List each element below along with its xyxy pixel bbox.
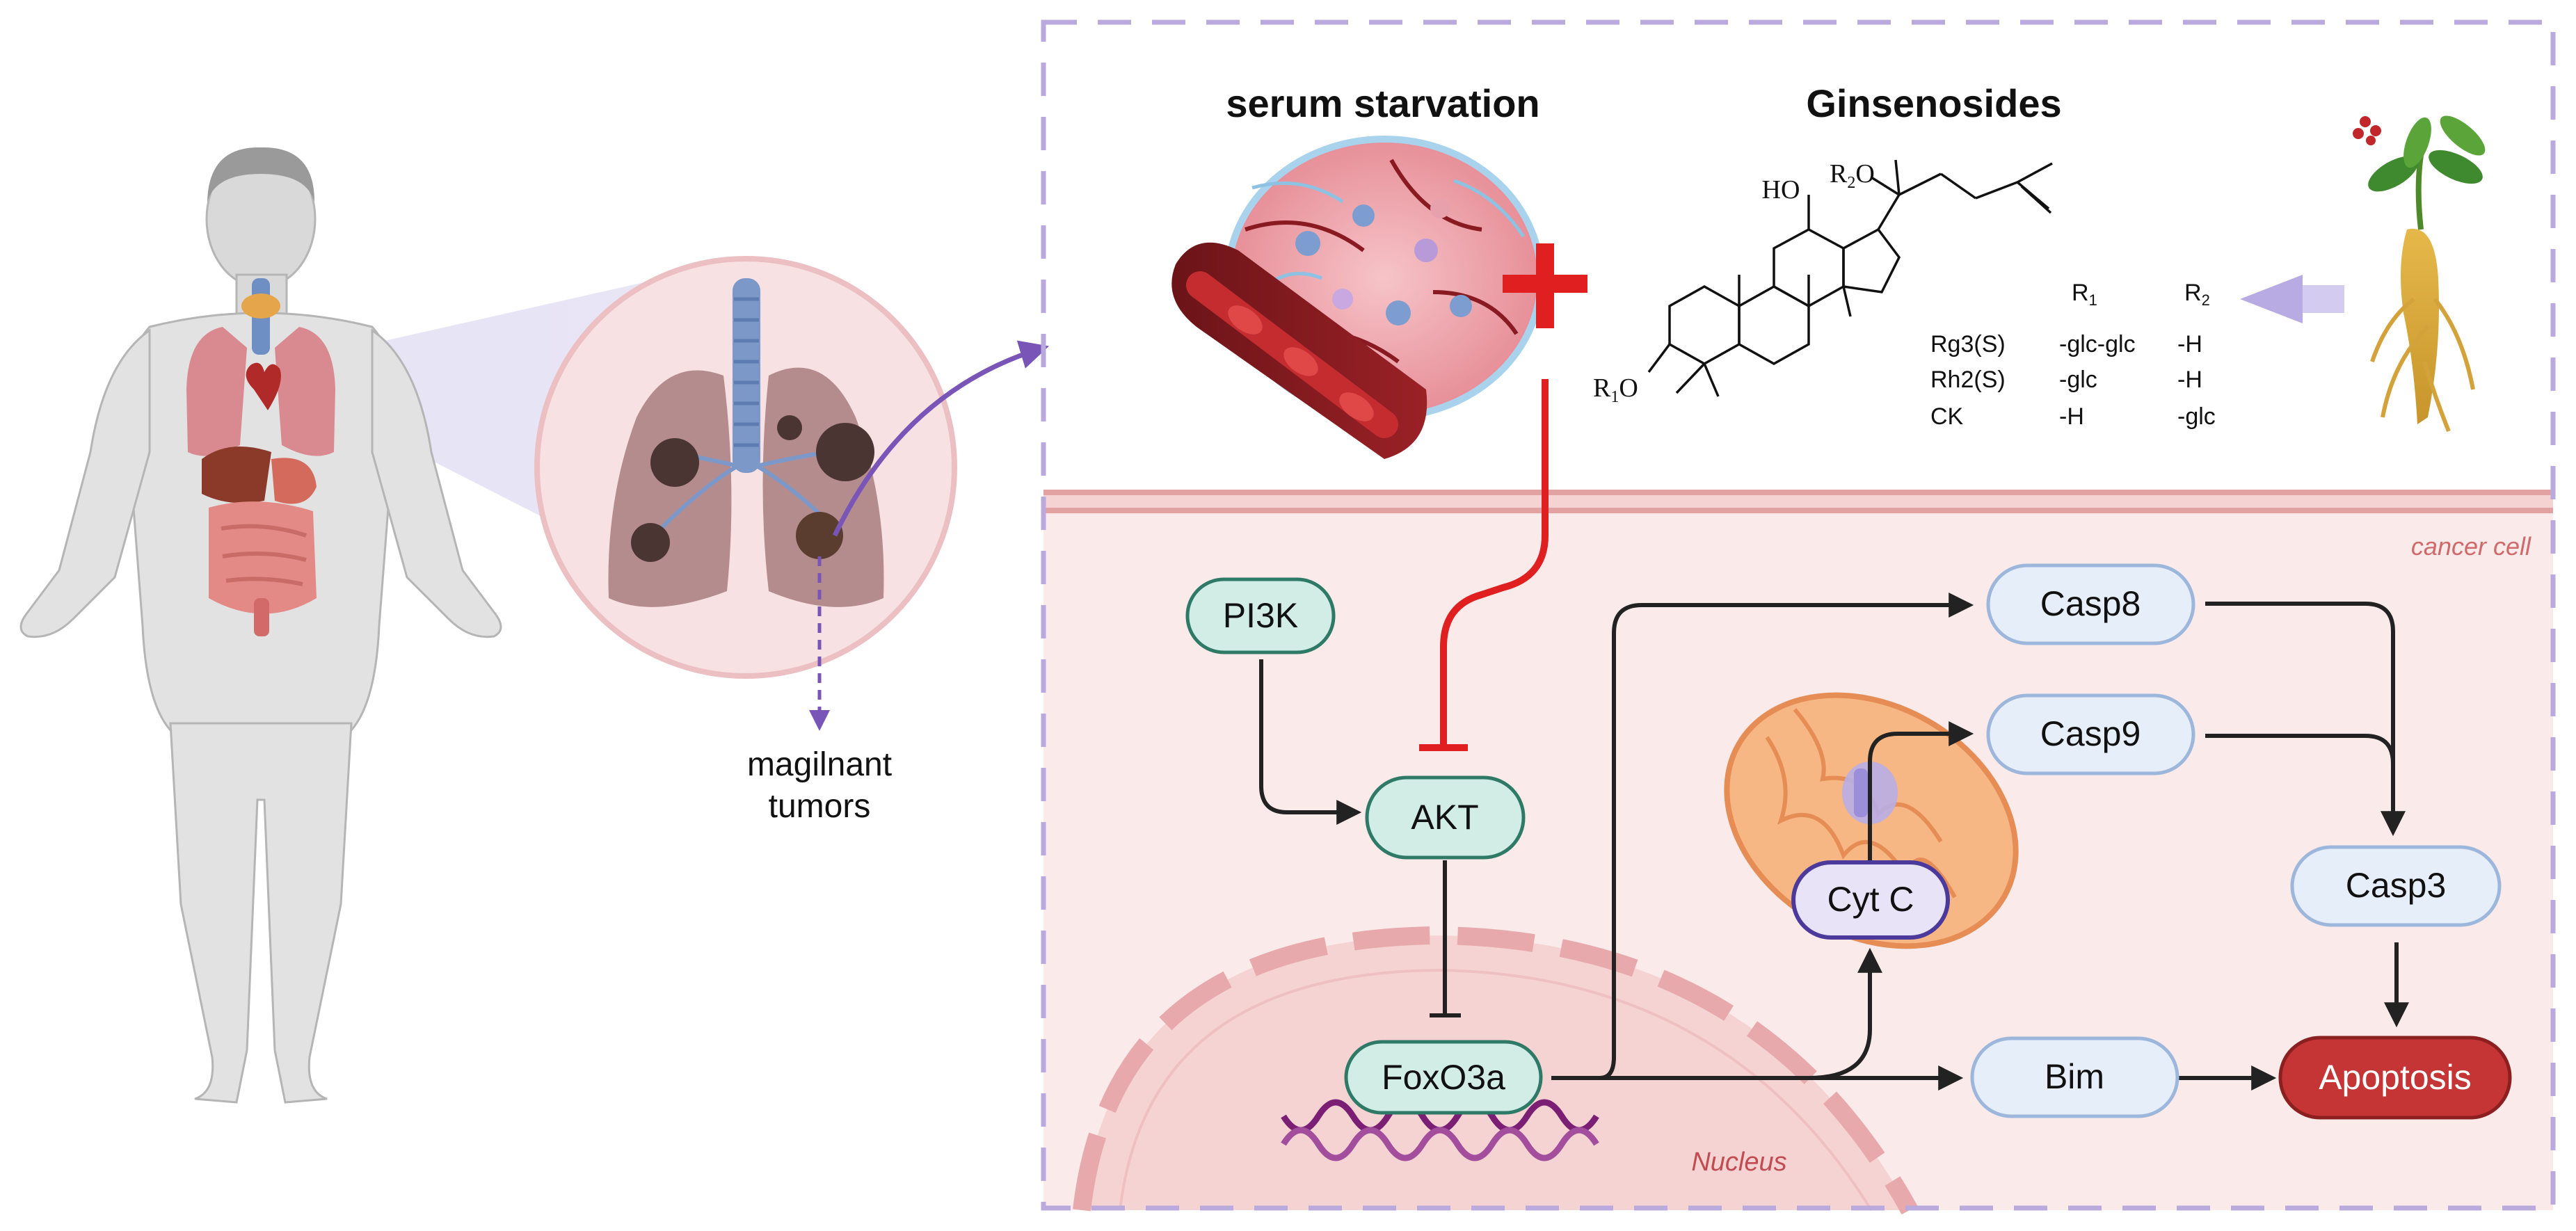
node-foxo3a: FoxO3a — [1344, 1040, 1543, 1115]
node-casp9-label: Casp9 — [2040, 714, 2141, 753]
header-r2: R2 — [2184, 280, 2210, 309]
arrow-pi3k-akt — [1259, 659, 1362, 825]
row-name: Rg3(S) — [1930, 331, 2006, 357]
arrow-cytc-casp9 — [1868, 721, 1974, 873]
dna-helix-icon — [1281, 1099, 1599, 1161]
arrow-casp9-casp3 — [2205, 734, 2395, 831]
tumor-spot — [816, 423, 874, 481]
serum-starvation-title: serum starvation — [1226, 81, 1539, 125]
node-bim-label: Bim — [2045, 1057, 2104, 1096]
malignant-tumors-label: magilnant — [747, 746, 892, 783]
tumor-spot — [796, 512, 843, 559]
node-pi3k: PI3K — [1185, 577, 1336, 654]
inhibition-line — [1440, 379, 1549, 744]
ginsenoside-chemical-structure — [1647, 159, 2053, 397]
node-cytc: Cyt C — [1791, 860, 1950, 940]
node-casp8-label: Casp8 — [2040, 584, 2141, 623]
arrow-casp8-casp3 — [2205, 602, 2406, 837]
malignant-tumors-label-2: tumors — [769, 788, 871, 825]
ho-label: HO — [1762, 175, 1800, 204]
tumor-spot — [650, 438, 699, 487]
row-name: CK — [1930, 403, 1964, 430]
header-r1: R1 — [2072, 280, 2097, 309]
nucleus-label: Nucleus — [1691, 1148, 1786, 1177]
tumor-spot — [777, 415, 802, 440]
arrow-foxo3a-cytc — [1808, 947, 1882, 1080]
plus-icon — [1503, 243, 1587, 328]
row-name: Rh2(S) — [1930, 367, 2006, 393]
cancer-cell-label: cancer cell — [2411, 532, 2531, 561]
zoom-arrow — [832, 340, 1050, 537]
node-apoptosis-label: Apoptosis — [2319, 1058, 2472, 1097]
node-casp9: Casp9 — [1986, 693, 2195, 775]
node-pi3k-label: PI3K — [1223, 596, 1298, 635]
node-casp3-label: Casp3 — [2346, 866, 2447, 905]
r1o-label: R1O — [1593, 373, 1638, 406]
lung-zoom-circle — [534, 256, 957, 679]
node-akt-label: AKT — [1411, 798, 1478, 837]
tumor-spot — [631, 523, 670, 562]
node-bim: Bim — [1970, 1036, 2179, 1118]
row-r1: -glc — [2059, 367, 2097, 393]
r2o-label: R2O — [1830, 159, 1875, 192]
row-r1: -H — [2059, 403, 2084, 430]
ginseng-plant-illustration — [2353, 115, 2486, 433]
row-r1: -glc-glc — [2059, 331, 2136, 357]
row-r2: -H — [2177, 367, 2202, 393]
panel-dashed-border — [1041, 19, 2556, 1211]
tumor-blood-vessel-illustration — [1171, 136, 1544, 459]
human-body-illustration — [19, 147, 647, 1104]
node-casp3: Casp3 — [2290, 845, 2502, 927]
ginseng-arrow — [2240, 275, 2344, 323]
row-r2: -glc — [2177, 403, 2216, 430]
row-r2: -H — [2177, 331, 2202, 357]
node-cytc-label: Cyt C — [1827, 880, 1914, 919]
node-casp8: Casp8 — [1986, 563, 2195, 645]
ginsenosides-title: Ginsenosides — [1806, 81, 2061, 125]
substituent-table: R1 R2 Rg3(S) -glc-glc -H Rh2(S) -glc -H … — [1930, 280, 2216, 430]
node-apoptosis: Apoptosis — [2278, 1036, 2512, 1120]
node-foxo3a-label: FoxO3a — [1382, 1058, 1505, 1097]
node-akt: AKT — [1365, 775, 1526, 860]
